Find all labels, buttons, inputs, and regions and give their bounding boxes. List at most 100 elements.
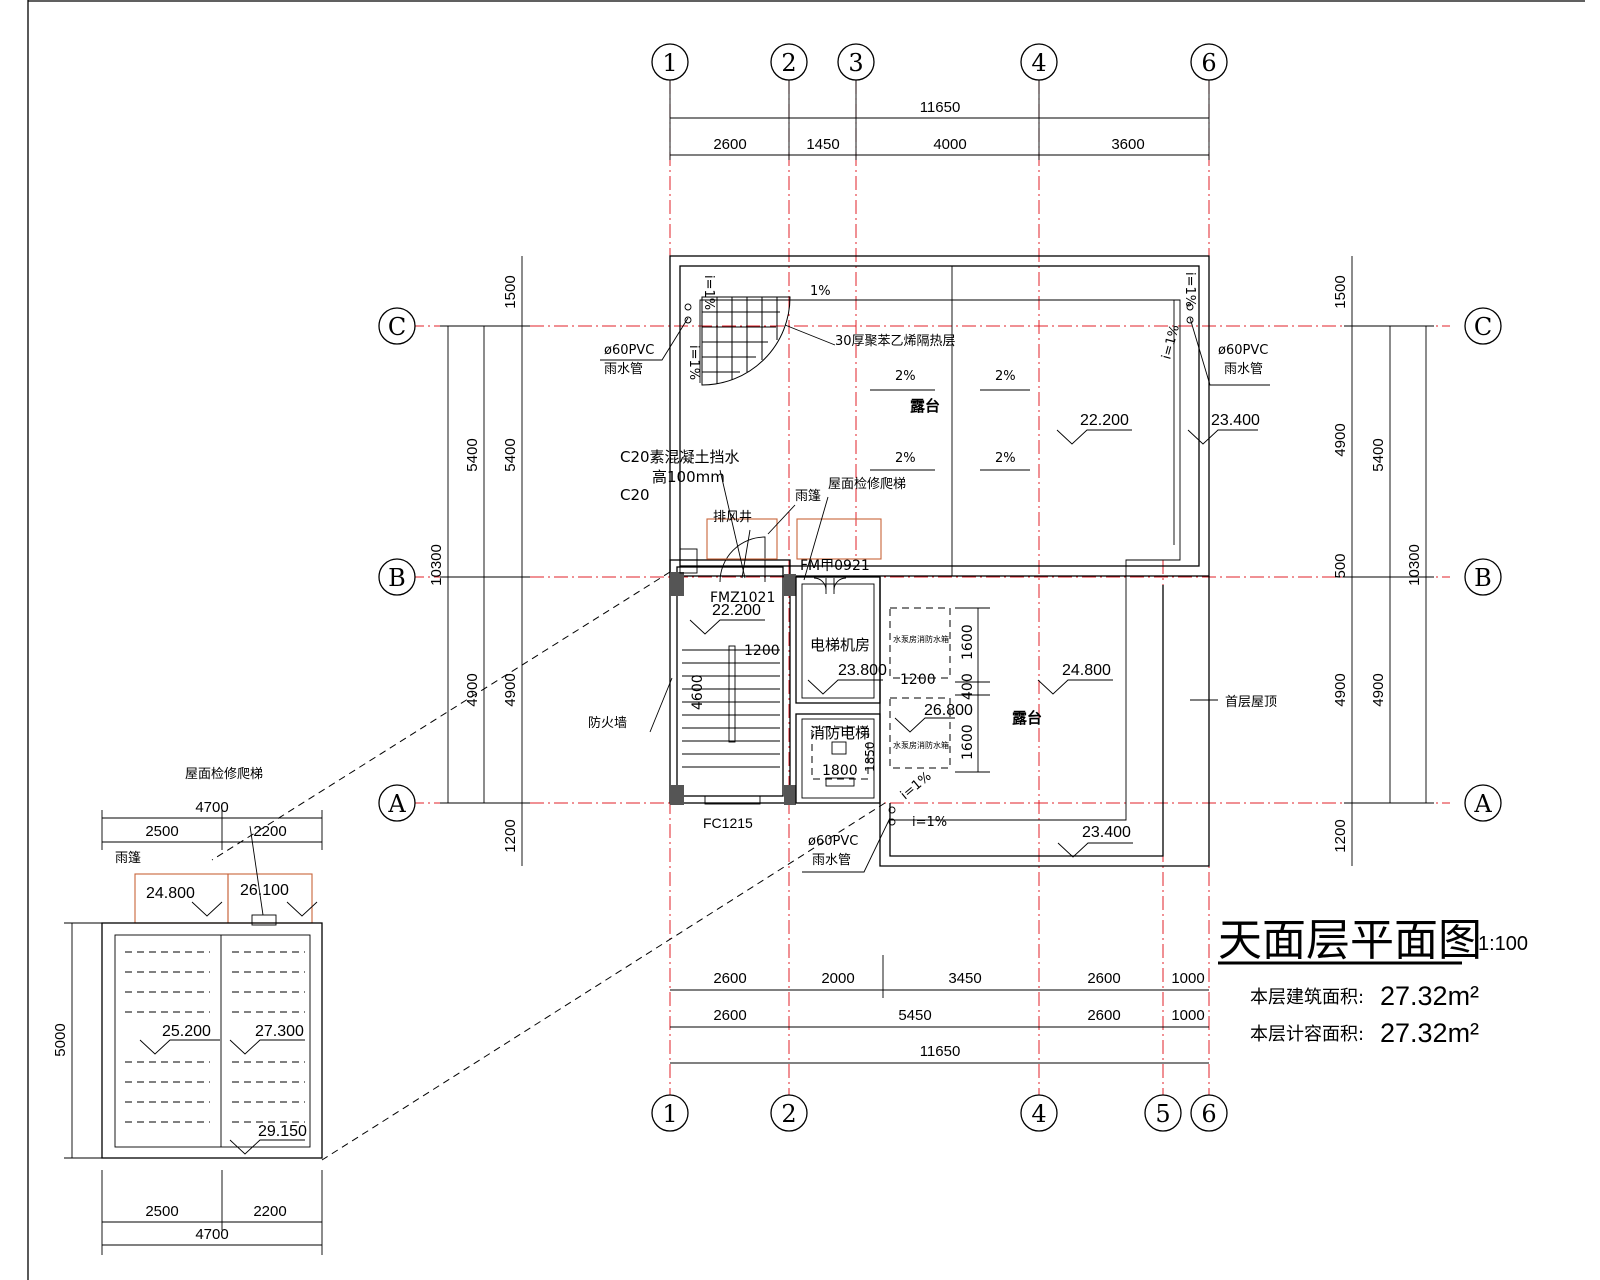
sheet-frame: [27, 0, 1585, 1280]
axis-bubble-2-bottom: [770, 1094, 808, 1132]
axis-bubble-c-left: [378, 307, 416, 345]
axis-label: 1: [662, 49, 677, 77]
text-labels: ø60PVC 雨水管 ø60PVC 雨水管 ø60PVC 雨水管 30厚聚苯乙烯…: [52, 272, 1528, 1243]
dim-right-inner: 500: [1332, 553, 1349, 578]
dim-top-part: 4000: [933, 136, 966, 153]
dim-bottom-row2: 1000: [1171, 1007, 1204, 1024]
dim-right-mid: 5400: [1370, 438, 1387, 471]
dim-right-outer: 10300: [1406, 544, 1423, 586]
elevation-label: 22.200: [1080, 412, 1129, 429]
rain-pipes: [600, 303, 1270, 873]
detail-plan: [64, 810, 323, 1255]
elevation-marks: [689, 389, 1258, 858]
axis-bubble-6-bottom: [1190, 1094, 1228, 1132]
rain-pipe-icon: [888, 806, 896, 814]
dim-left-inner: 1200: [502, 819, 519, 852]
detail-dim-bottom-part: 2200: [253, 1203, 286, 1220]
detail-elevation: 25.200: [162, 1023, 211, 1040]
axis-bubble-b-left: [378, 558, 416, 596]
axis-label: B: [1474, 564, 1492, 592]
dim-right-inner: 1200: [1332, 819, 1349, 852]
axis-bubbles-top: 1 2 3 4 6: [651, 43, 1228, 160]
elevation-label: 26.800: [924, 702, 973, 719]
detail-elevation: 26.100: [240, 882, 289, 899]
dim-bottom-row2: 2600: [713, 1007, 746, 1024]
firewall-label: 防火墙: [588, 715, 627, 731]
slope-label: i=1%: [686, 345, 701, 380]
axis-bubble-1-bottom: [651, 1094, 689, 1132]
elevation-label: 23.800: [838, 662, 887, 679]
slope-label: i=1%: [912, 815, 947, 830]
dim-left-mid: 5400: [464, 438, 481, 471]
dim-left-inner: 1500: [502, 275, 519, 308]
leader-lines: [649, 324, 1218, 733]
stair-core: [669, 536, 796, 805]
dim-label: 1200: [744, 643, 780, 659]
c20-note: C20: [620, 486, 650, 504]
dim-right-inner: 4900: [1332, 423, 1349, 456]
detail-roof-ladder: 屋面检修爬梯: [185, 767, 263, 782]
pipe-ne-label: ø60PVC: [1218, 343, 1268, 358]
elevation-label: 23.400: [1211, 412, 1260, 429]
axis-label: B: [388, 564, 406, 592]
dim-top-total: 11650: [920, 99, 961, 116]
slope-label: 2%: [995, 369, 1016, 384]
fire-elevator-label: 消防电梯: [810, 724, 870, 742]
rain-pipe-icon: [684, 303, 692, 311]
pipe-nw-label: 雨水管: [604, 362, 643, 377]
window-label: FC1215: [703, 815, 753, 831]
stair-treads: [682, 645, 780, 768]
dim-bottom-row1: 1000: [1171, 970, 1204, 987]
detail-canopy: 雨篷: [115, 851, 141, 866]
detail-dim-left: 5000: [52, 1023, 69, 1056]
detail-dim-top-part: 2200: [253, 823, 286, 840]
canopy-label: 雨篷: [795, 489, 821, 504]
rain-pipe-icon: [684, 316, 692, 324]
roof-ladder-label: 屋面检修爬梯: [828, 477, 906, 492]
c20-note: 高100mm: [652, 468, 725, 486]
axis-label: 6: [1201, 1100, 1216, 1128]
dim-top-part: 1450: [806, 136, 839, 153]
dim-right-mid: 4900: [1370, 673, 1387, 706]
projection-lines: [211, 571, 886, 1161]
dim-right-inner: 4900: [1332, 673, 1349, 706]
dim-label: 1200: [900, 672, 936, 688]
axis-label: 2: [781, 1100, 796, 1128]
area-capacity-label: 本层计容面积:: [1250, 1024, 1364, 1045]
axis-bubble-6-top: [1190, 43, 1228, 81]
dim-left-mid: 4900: [464, 673, 481, 706]
slope-label: i=1%: [1159, 323, 1183, 361]
axis-bubble-a-right: [1464, 784, 1502, 822]
axis-bubbles-sides: C B A C B A: [378, 307, 1502, 822]
terrace-label: 露台: [1012, 709, 1042, 727]
detail-elevation: 29.150: [258, 1123, 307, 1140]
detail-hatch: [125, 951, 305, 1123]
c20-note: C20素混凝土挡水: [620, 448, 740, 466]
slope-label: 2%: [895, 369, 916, 384]
dim-left-outer: 10300: [428, 544, 445, 586]
slope-label: i=1%: [701, 275, 716, 310]
first-roof-label: 首层屋顶: [1225, 695, 1277, 710]
detail-dim-bottom-total: 4700: [195, 1226, 228, 1243]
door-label: FM甲0921: [800, 558, 870, 574]
vent-shaft-label: 排风井: [713, 510, 752, 525]
area-building-value: 27.32m²: [1380, 981, 1479, 1011]
axis-bubble-1-top: [651, 43, 689, 81]
detail-dim-top-total: 4700: [195, 799, 228, 816]
dim-label: 1600: [960, 624, 976, 660]
axis-label: 4: [1031, 1100, 1046, 1128]
slope-label: 2%: [895, 451, 916, 466]
rain-pipe-icon: [1186, 316, 1194, 324]
axis-label: 2: [781, 49, 796, 77]
axis-label: C: [1474, 313, 1492, 341]
axis-label: 6: [1201, 49, 1216, 77]
axis-label: 1: [662, 1100, 677, 1128]
pipe-ne-label: 雨水管: [1224, 362, 1263, 377]
area-building-label: 本层建筑面积:: [1250, 987, 1364, 1008]
slope-label: 2%: [995, 451, 1016, 466]
axis-label: 5: [1155, 1100, 1170, 1128]
insulation-grid: [701, 296, 791, 386]
right-dimensions: 1500 4900 500 4900 1200 5400 4900 10300: [1332, 256, 1434, 866]
dim-bottom-total: 11650: [920, 1043, 961, 1060]
